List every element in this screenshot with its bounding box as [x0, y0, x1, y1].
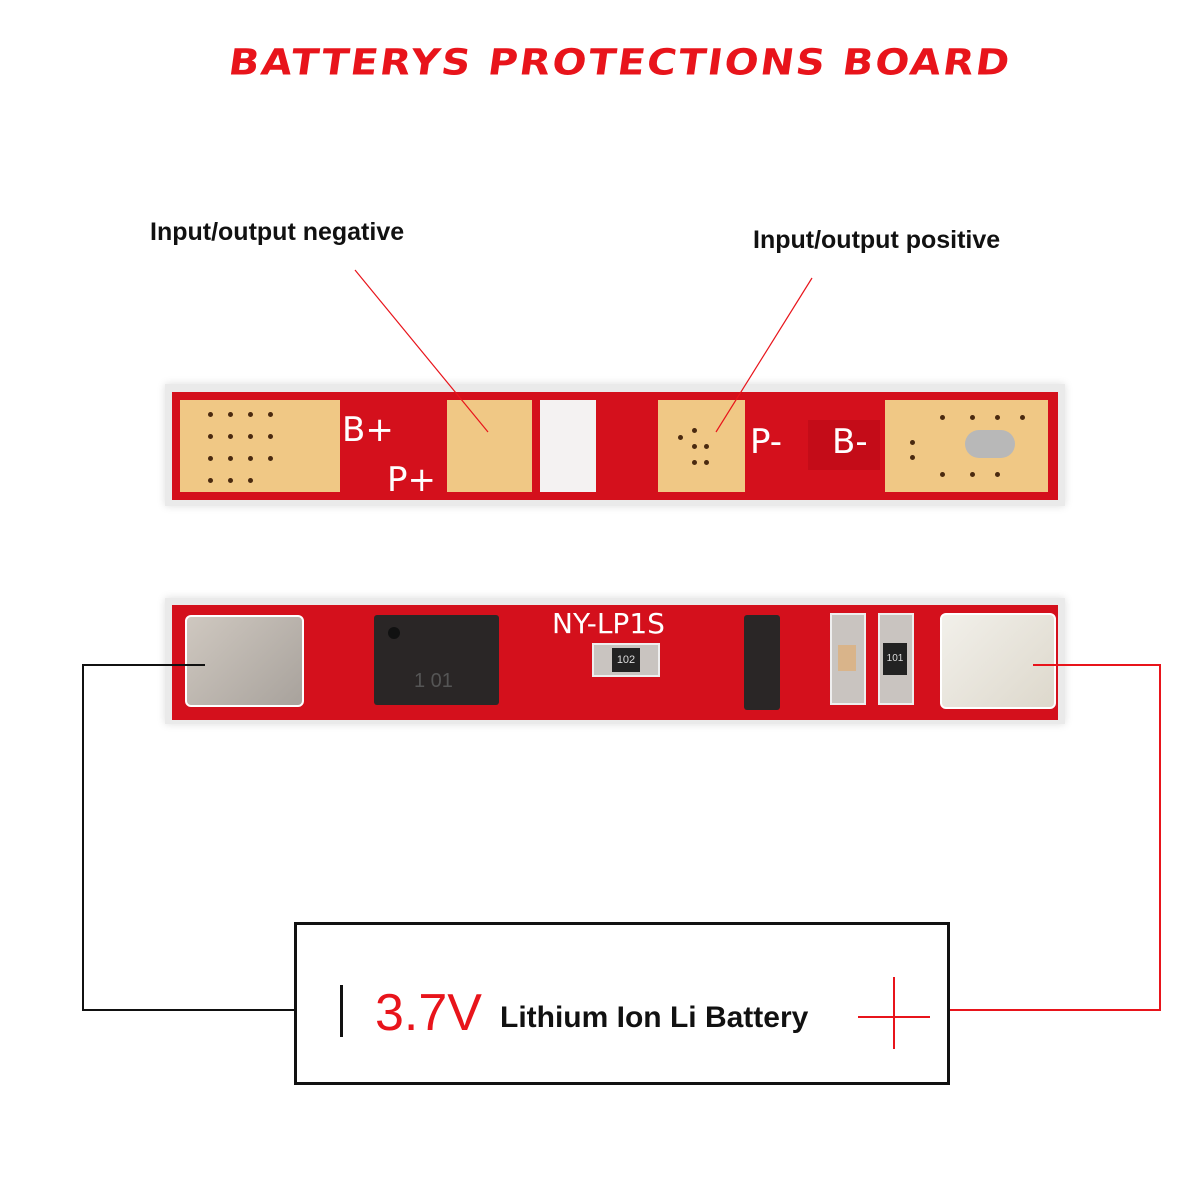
bottom-pcb: 1 01 NY-LP1S 102 101	[172, 605, 1058, 720]
mosfet-chip	[744, 615, 780, 710]
battery-positive-pad	[940, 613, 1056, 709]
chip-marking: 1 01	[414, 670, 453, 692]
battery-negative-pad	[185, 615, 304, 707]
negative-wire	[82, 664, 297, 1011]
gold-pad	[447, 400, 532, 492]
plus-symbol-v	[893, 977, 895, 1049]
positive-wire	[948, 664, 1161, 1011]
label-positive: Input/output positive	[753, 226, 1001, 254]
top-pcb: B+ P+ P- B-	[172, 392, 1058, 500]
gold-pad	[885, 400, 1048, 492]
silk-p-minus: P-	[750, 422, 783, 462]
silk-p-plus: P+	[387, 460, 436, 500]
resistor: 102	[592, 643, 660, 677]
resistor-marking: 101	[883, 643, 907, 675]
model-label: NY-LP1S	[552, 607, 665, 640]
battery-description: Lithium Ion Li Battery	[500, 1001, 809, 1034]
leader-negative	[354, 269, 489, 433]
ic-chip: 1 01	[374, 615, 499, 705]
capacitor	[830, 613, 866, 705]
resistor: 101	[878, 613, 914, 705]
resistor-marking: 102	[612, 648, 640, 672]
label-negative: Input/output negative	[150, 218, 405, 246]
gold-pad	[658, 400, 745, 492]
battery-box: 3.7V Lithium Ion Li Battery	[294, 922, 950, 1085]
silk-b-minus: B-	[832, 422, 868, 462]
minus-symbol	[340, 985, 343, 1037]
gold-pad	[180, 400, 340, 492]
white-strip	[540, 400, 596, 492]
solder-blob	[965, 430, 1015, 458]
b-minus-area	[808, 420, 880, 470]
silk-b-plus: B+	[342, 410, 394, 450]
leader-positive	[715, 277, 813, 433]
battery-voltage: 3.7V	[375, 984, 482, 1042]
